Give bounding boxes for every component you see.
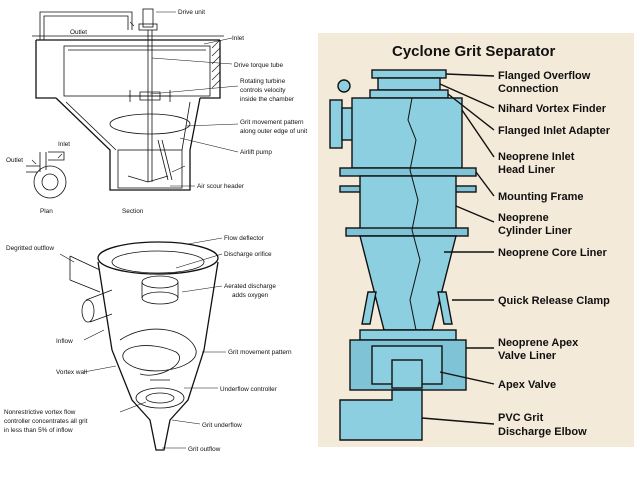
label-pvc-grit-1: PVC Grit	[498, 412, 544, 424]
label-inlet-top: Inlet	[232, 35, 244, 42]
label-inlet-plan: Inlet	[58, 141, 70, 148]
drive-unit-box	[142, 8, 154, 28]
label-grit-outflow: Grit outflow	[188, 446, 221, 453]
label-flanged-inlet-adapter: Flanged Inlet Adapter	[498, 125, 611, 137]
cyclone-panel: Cyclone Grit Separator	[318, 33, 634, 447]
cyclone-title: Cyclone Grit Separator	[392, 43, 556, 60]
label-inflow: Inflow	[56, 338, 73, 345]
label-flanged-overflow-2: Connection	[498, 83, 559, 95]
label-vortex-wall: Vortex wall	[56, 369, 87, 376]
label-grit-movement-pattern: Grit movement pattern	[228, 349, 292, 356]
label-air-scour-header: Air scour header	[197, 183, 245, 190]
inner-tank	[63, 45, 211, 97]
label-nonrestrictive-1: Nonrestrictive vortex flow	[4, 409, 76, 416]
label-nihard-vortex-finder: Nihard Vortex Finder	[498, 103, 607, 115]
label-rotating-turbine-3: inside the chamber	[240, 96, 295, 103]
label-aerated-discharge-1: Aerated discharge	[224, 283, 276, 290]
rotating-turbine	[128, 90, 172, 102]
vortex-chamber-section-diagram: Drive unit Outlet Inlet Drive torque tub…	[6, 8, 307, 215]
core-liner-line	[407, 97, 421, 331]
label-grit-movement-2: along outer edge of unit	[240, 128, 307, 135]
plan-chamber-circle	[33, 165, 67, 199]
label-rotating-turbine-1: Rotating turbine	[240, 78, 286, 85]
label-drive-torque-tube: Drive torque tube	[234, 62, 283, 69]
inflow-pipe	[85, 289, 113, 323]
label-neoprene-apex-1: Neoprene Apex	[498, 337, 579, 349]
grit-movement-spiral	[119, 328, 197, 376]
label-nonrestrictive-3: in less than 5% of inflow	[4, 427, 73, 434]
label-plan: Plan	[40, 208, 53, 215]
label-flanged-overflow-1: Flanged Overflow	[498, 70, 591, 82]
label-outlet-top: Outlet	[70, 29, 87, 36]
outlet-pipe	[39, 11, 133, 40]
label-section: Section	[122, 208, 144, 215]
cyclone-leaders	[421, 73, 495, 425]
label-neoprene-inlet-1: Neoprene Inlet	[498, 151, 575, 163]
label-apex-valve: Apex Valve	[498, 379, 556, 391]
label-nonrestrictive-2: controller concentrates all grit	[4, 418, 88, 425]
label-rotating-turbine-2: controls velocity	[240, 87, 286, 94]
label-grit-movement-1: Grit movement pattern	[240, 119, 304, 126]
hopper-cone	[55, 97, 201, 191]
airlift-pump	[157, 139, 173, 181]
grit-movement-path	[109, 113, 191, 135]
label-grit-underflow: Grit underflow	[202, 422, 242, 429]
discharge-orifice	[141, 275, 179, 289]
label-pvc-grit-2: Discharge Elbow	[498, 426, 587, 438]
label-flow-deflector: Flow deflector	[224, 235, 265, 242]
underflow-controller	[135, 387, 185, 409]
label-aerated-discharge-2: adds oxygen	[232, 292, 269, 299]
label-neoprene-core-liner: Neoprene Core Liner	[498, 247, 608, 259]
label-discharge-orifice: Discharge orifice	[224, 251, 272, 258]
label-underflow-controller: Underflow controller	[220, 386, 278, 393]
degritted-outflow-pipe	[69, 255, 101, 293]
vortex-wall	[97, 261, 219, 451]
vortex-separator-diagram: Degritted outflow Flow deflector Dischar…	[4, 235, 292, 453]
label-outlet-plan: Outlet	[6, 157, 23, 164]
label-neoprene-apex-2: Valve Liner	[498, 350, 557, 362]
plan-view	[26, 151, 67, 199]
separator-rim	[97, 241, 219, 275]
label-neoprene-cylinder-2: Cylinder Liner	[498, 225, 573, 237]
label-mounting-frame: Mounting Frame	[498, 191, 584, 203]
label-airlift-pump: Airlift pump	[240, 149, 272, 156]
label-drive-unit: Drive unit	[178, 9, 205, 16]
label-neoprene-inlet-2: Head Liner	[498, 164, 556, 176]
label-neoprene-cylinder-1: Neoprene	[498, 212, 549, 224]
chamber-upper-wall	[35, 39, 221, 99]
drive-torque-tube	[147, 30, 153, 182]
label-degritted-outflow: Degritted outflow	[6, 245, 54, 252]
label-quick-release-clamp: Quick Release Clamp	[498, 295, 610, 307]
